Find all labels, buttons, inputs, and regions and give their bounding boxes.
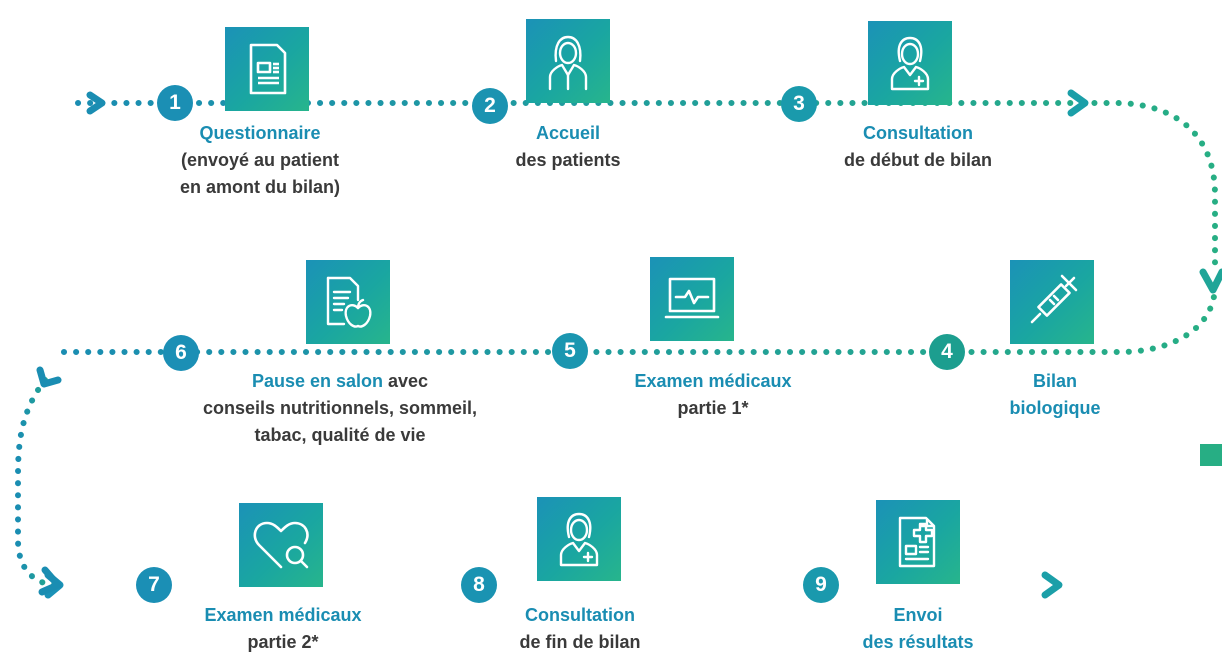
step-1-label: Questionnaire (envoyé au patient en amon… — [110, 120, 410, 201]
step-4-title: Bilan — [1032, 371, 1077, 391]
questionnaire-document-icon — [249, 43, 287, 95]
doctor-icon — [890, 36, 930, 91]
step-8-desc-line-1: de fin de bilan — [519, 632, 641, 652]
doctor-icon — [559, 512, 599, 567]
step-9-label: Envoi des résultats — [818, 602, 1018, 656]
step-5-number: 5 — [552, 333, 588, 369]
medical-report-icon — [898, 516, 936, 568]
step-2-number: 2 — [472, 88, 508, 124]
step-8-title: Consultation — [525, 605, 635, 625]
step-7-tile — [239, 503, 323, 587]
step-4-label: Bilan biologique — [980, 368, 1130, 422]
step-1-title: Questionnaire — [199, 123, 321, 143]
step-3-label: Consultation de début de bilan — [808, 120, 1028, 174]
step-7-number: 7 — [136, 567, 172, 603]
step-2-label: Accueil des patients — [468, 120, 668, 174]
step-3-number: 3 — [781, 86, 817, 122]
step-6-label: Pause en salon avec conseils nutritionne… — [140, 368, 540, 449]
step-3-tile — [868, 21, 952, 105]
step-7-title: Examen médicaux — [204, 605, 362, 625]
receptionist-icon — [548, 35, 588, 91]
step-5-desc-line-1: partie 1* — [677, 398, 749, 418]
step-9-tile — [876, 500, 960, 584]
step-3-title: Consultation — [863, 123, 973, 143]
syringe-icon — [1030, 274, 1078, 324]
step-5-label: Examen médicaux partie 1* — [588, 368, 838, 422]
step-1-desc-line-1: (envoyé au patient — [180, 150, 340, 170]
step-5-tile — [650, 257, 734, 341]
step-6-desc-line-2: tabac, qualité de vie — [254, 425, 426, 445]
step-2-tile — [526, 19, 610, 103]
step-9-title-line-2: des résultats — [862, 632, 974, 652]
step-4-number: 4 — [929, 334, 965, 370]
nutrition-document-icon — [326, 276, 372, 328]
step-8-label: Consultation de fin de bilan — [480, 602, 680, 656]
step-7-label: Examen médicaux partie 2* — [158, 602, 408, 656]
step-8-tile — [537, 497, 621, 581]
heart-search-icon — [253, 521, 309, 569]
step-1-tile — [225, 27, 309, 111]
step-9-number: 9 — [803, 567, 839, 603]
step-1-number: 1 — [157, 85, 193, 121]
heart-monitor-icon — [664, 277, 720, 319]
step-9-title: Envoi — [893, 605, 943, 625]
decorative-square — [1200, 444, 1222, 466]
step-6-title-suffix: avec — [383, 371, 429, 391]
step-2-title: Accueil — [535, 123, 601, 143]
step-3-desc-line-1: de début de bilan — [843, 150, 992, 170]
step-6-tile — [306, 260, 390, 344]
step-8-number: 8 — [461, 567, 497, 603]
step-4-title-line-2: biologique — [1009, 398, 1101, 418]
step-1-desc-line-2: en amont du bilan) — [180, 177, 340, 197]
step-6-desc-line-1: conseils nutritionnels, sommeil, — [202, 398, 478, 418]
step-6-number: 6 — [163, 335, 199, 371]
step-2-desc-line-1: des patients — [515, 150, 621, 170]
step-4-tile — [1010, 260, 1094, 344]
step-6-title: Pause en salon — [251, 371, 383, 391]
step-5-title: Examen médicaux — [634, 371, 792, 391]
step-7-desc-line-1: partie 2* — [247, 632, 319, 652]
